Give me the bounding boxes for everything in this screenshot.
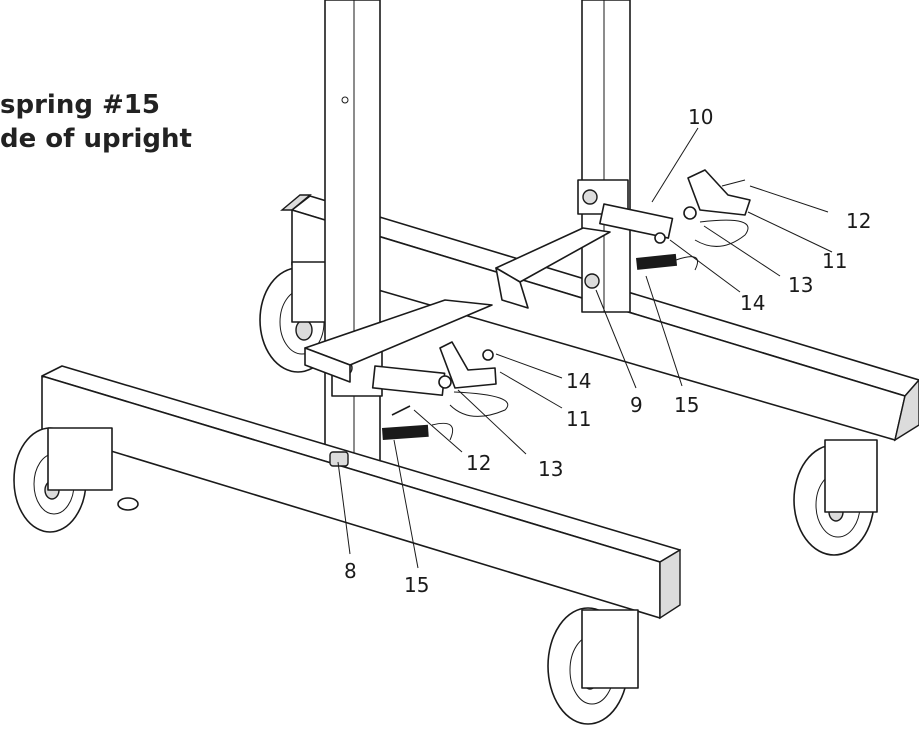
callout-15-front: 15 xyxy=(404,573,429,597)
instruction-line-1: spring #15 xyxy=(0,90,160,120)
rear-upright xyxy=(577,0,631,313)
callout-15-rear: 15 xyxy=(674,393,699,417)
callout-12-rear: 12 xyxy=(846,209,871,233)
callout-11-rear: 11 xyxy=(822,249,847,273)
leader-lines xyxy=(337,127,833,569)
callout-9: 9 xyxy=(630,393,643,417)
instruction-line-2: de of upright xyxy=(0,124,192,154)
callout-13-rear: 13 xyxy=(788,273,813,297)
callout-10: 10 xyxy=(688,105,713,129)
front-right-caster xyxy=(547,607,639,725)
front-base-beam xyxy=(41,365,681,620)
callout-14-rear: 14 xyxy=(740,291,765,315)
instruction-note: spring #15 de of upright xyxy=(0,88,192,156)
rear-latch xyxy=(636,169,751,271)
front-arm xyxy=(304,299,493,396)
callout-8: 8 xyxy=(344,559,357,583)
front-upright xyxy=(324,0,383,479)
callout-14-front: 14 xyxy=(566,369,591,393)
callout-11-front: 11 xyxy=(566,407,591,431)
callout-12-front: 12 xyxy=(466,451,491,475)
front-left-caster xyxy=(13,427,139,533)
callouts: 10 12 11 13 14 9 15 14 11 13 12 8 15 xyxy=(344,105,871,597)
callout-13-front: 13 xyxy=(538,457,563,481)
rear-arm xyxy=(495,203,674,309)
rear-right-caster xyxy=(793,439,878,556)
front-latch xyxy=(381,341,509,441)
